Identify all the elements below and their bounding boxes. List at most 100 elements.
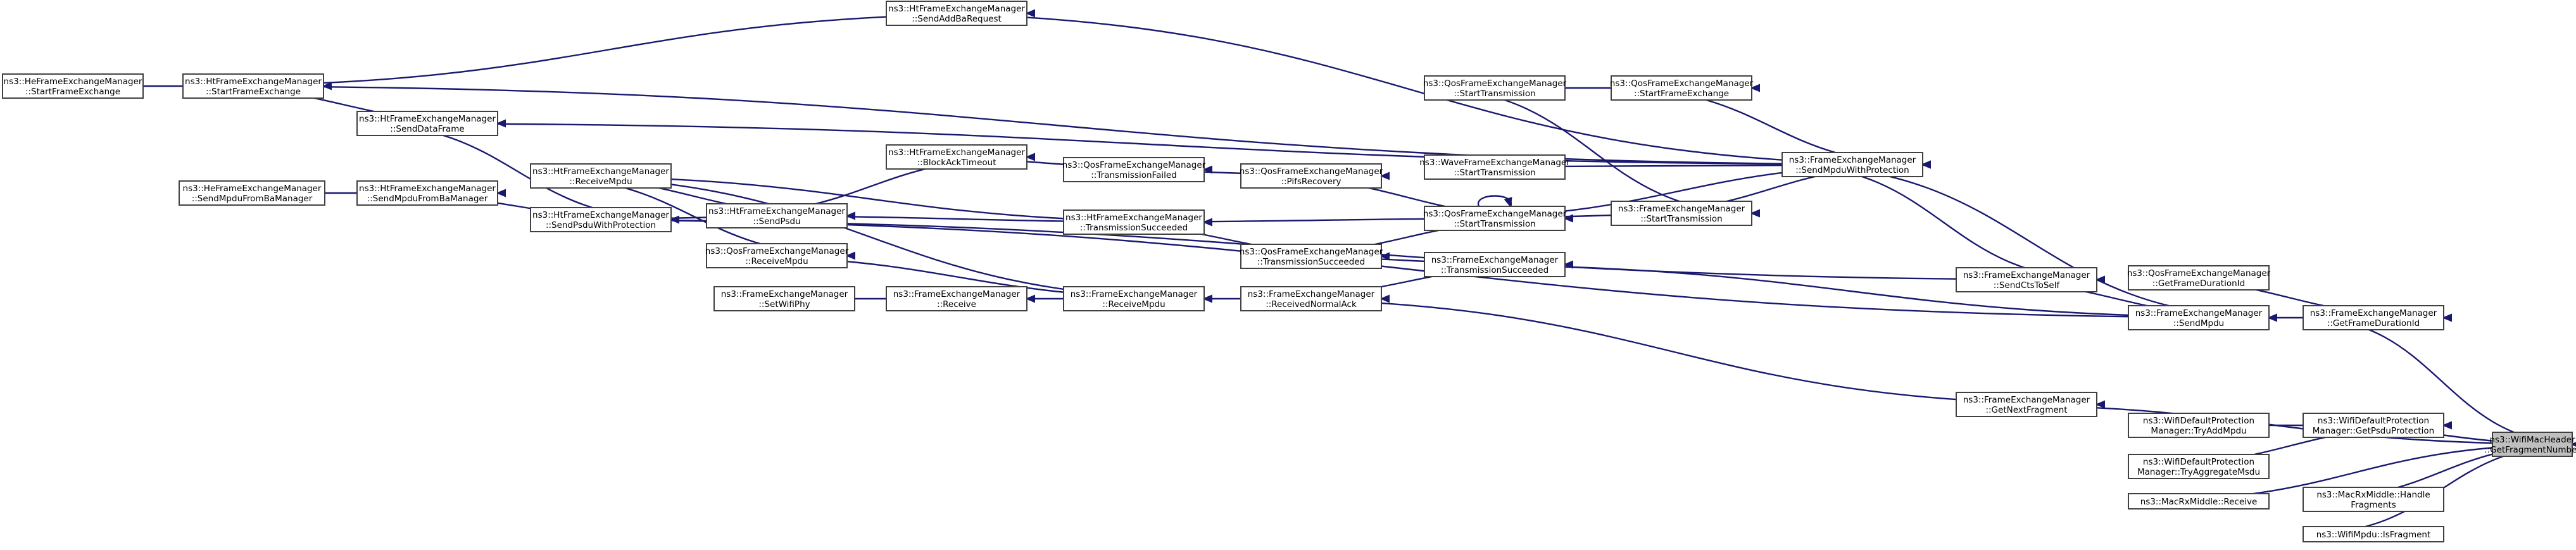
node-box [1424,75,1566,101]
node-box [2128,413,2270,438]
node-box [1956,392,2097,417]
function-node[interactable]: ns3::FrameExchangeManager::ReceivedNorma… [1240,286,1382,311]
function-node[interactable]: ns3::FrameExchangeManager::SendMpdu [2128,305,2270,330]
function-node[interactable]: ns3::FrameExchangeManager::GetFrameDurat… [2303,305,2444,330]
arrowhead [845,211,855,220]
function-node[interactable]: ns3::FrameExchangeManager::GetNextFragme… [1956,392,2097,417]
function-node[interactable]: ns3::FrameExchangeManager::TransmissionS… [1424,252,1566,277]
function-node[interactable]: ns3::FrameExchangeManager::StartTransmis… [1611,201,1752,226]
node-label: ns3::QosFrameExchangeManager [2127,268,2271,278]
arrowhead [1750,84,1760,92]
function-node[interactable]: ns3::HtFrameExchangeManager::SendAddBaRe… [886,1,1027,26]
node-label: ns3::QosFrameExchangeManager [1610,78,1754,89]
function-node[interactable]: ns3::MacRxMiddle::Receive [2128,493,2270,509]
node-box [2303,305,2444,330]
function-node[interactable]: ns3::WifiMpdu::IsFragment [2303,526,2444,542]
node-box [2303,526,2444,542]
node-label: ::StartTransmission [1454,89,1535,99]
arrowhead [1379,294,1390,303]
node-label: ns3::QosFrameExchangeManager [1240,166,1383,177]
arrowhead [2095,275,2105,284]
node-box [713,286,855,311]
node-label: ::GetNextFragment [1985,405,2067,415]
function-node[interactable]: ns3::HeFrameExchangeManager::SendMpduFro… [179,180,325,206]
function-node[interactable]: ns3::QosFrameExchangeManager::ReceiveMpd… [705,243,849,268]
node-box [1956,267,2097,292]
function-node[interactable]: ns3::FrameExchangeManager::SendMpduWithP… [1781,152,1923,177]
function-node[interactable]: ns3::QosFrameExchangeManager::GetFrameDu… [2127,265,2271,291]
node-label: ::SendMpduWithProtection [1795,165,1909,175]
node-label: ns3::FrameExchangeManager [1248,289,1375,299]
function-node[interactable]: ns3::WifiDefaultProtectionManager::TryAd… [2128,413,2270,438]
function-node[interactable]: ns3::HeFrameExchangeManager::StartFrameE… [2,73,144,99]
node-label: ::SendAddBaRequest [912,14,1002,24]
arrowhead [2570,442,2576,447]
node-label: ::StartFrameExchange [25,87,120,97]
node-label: ns3::MacRxMiddle::Receive [2140,497,2258,507]
function-node[interactable]: ns3::QosFrameExchangeManager::StartTrans… [1423,206,1567,231]
node-label: ::StartFrameExchange [206,87,301,97]
node-label: Manager::TryAddMpdu [2151,426,2246,436]
function-node[interactable]: ns3::HtFrameExchangeManager::StartFrameE… [182,73,324,99]
node-box [2128,454,2270,479]
function-node[interactable]: ns3::FrameExchangeManager::ReceiveMpdu [1063,286,1205,311]
node-box [1063,209,1205,235]
function-node[interactable]: ns3::HtFrameExchangeManager::SendDataFra… [356,111,498,136]
focus-node[interactable]: ns3::WifiMacHeader::GetFragmentNumber [2484,432,2576,457]
node-box [2,73,144,99]
function-node[interactable]: ns3::QosFrameExchangeManager::StartFrame… [1610,75,1754,101]
node-label: ns3::FrameExchangeManager [1431,255,1559,265]
node-label: ::StartFrameExchange [1634,89,1729,99]
function-node[interactable]: ns3::HtFrameExchangeManager::SendPsduWit… [530,207,672,232]
arrowhead [1202,165,1212,174]
node-label: ns3::QosFrameExchangeManager [1240,247,1383,257]
call-edge [1781,163,2277,322]
node-box [1611,75,1752,101]
function-node[interactable]: ns3::QosFrameExchangeManager::Transmissi… [1240,244,1383,269]
function-node[interactable]: ns3::FrameExchangeManager::SetWifiPhy [713,286,855,311]
node-label: ns3::HeFrameExchangeManager [183,184,322,194]
node-label: ns3::FrameExchangeManager [2310,308,2437,318]
function-node[interactable]: ns3::WaveFrameExchangeManager::StartTran… [1419,154,1570,180]
function-node[interactable]: ns3::QosFrameExchangeManager::Transmissi… [1062,157,1206,182]
node-box [886,144,1027,170]
arrowhead [2442,421,2452,430]
arrowhead [1563,260,1573,269]
node-label: ::PifsRecovery [1281,177,1341,187]
function-node[interactable]: ns3::QosFrameExchangeManager::PifsRecove… [1240,163,1383,189]
function-node[interactable]: ns3::WifiDefaultProtectionManager::TryAg… [2128,454,2270,479]
call-edge [530,218,2277,322]
node-label: ::SendPsdu [753,216,800,227]
arrowhead [496,189,506,197]
arrowhead [1202,218,1212,227]
function-node[interactable]: ns3::HtFrameExchangeManager::SendPsdu [706,203,848,228]
node-box [1611,201,1752,226]
node-label: ns3::WifiDefaultProtection [2318,416,2429,426]
node-box [1063,286,1205,311]
node-label: ns3::WaveFrameExchangeManager [1419,158,1570,168]
function-node[interactable]: ns3::HtFrameExchangeManager::BlockAckTim… [886,144,1027,170]
node-label: ::SendMpduFromBaManager [367,194,488,204]
function-node[interactable]: ns3::HtFrameExchangeManager::SendMpduFro… [356,180,498,206]
function-node[interactable]: ns3::QosFrameExchangeManager::StartTrans… [1423,75,1567,101]
node-label: ns3::FrameExchangeManager [1618,204,1745,214]
node-label: ns3::WifiDefaultProtection [2143,457,2254,467]
node-label: Fragments [2351,500,2396,510]
node-label: ::SendCtsToSelf [1994,280,2061,291]
arrowhead [2095,400,2105,409]
function-node[interactable]: ns3::HtFrameExchangeManager::Transmissio… [1063,209,1205,235]
node-label: ::SendMpduFromBaManager [192,194,313,204]
function-node[interactable]: ns3::WifiDefaultProtectionManager::GetPs… [2303,413,2444,438]
node-label: ns3::HtFrameExchangeManager [888,147,1025,158]
node-label: ns3::WifiMacHeader [2489,435,2575,445]
node-box [2128,305,2270,330]
node-label: ::SendPsduWithProtection [546,220,656,230]
function-node[interactable]: ns3::HtFrameExchangeManager::ReceiveMpdu [530,163,672,189]
call-edge [886,12,1931,169]
function-node[interactable]: ns3::FrameExchangeManager::SendCtsToSelf [1956,267,2097,292]
node-box [356,111,498,136]
arrowhead [1504,197,1512,208]
function-node[interactable]: ns3::FrameExchangeManager::Receive [886,286,1027,311]
